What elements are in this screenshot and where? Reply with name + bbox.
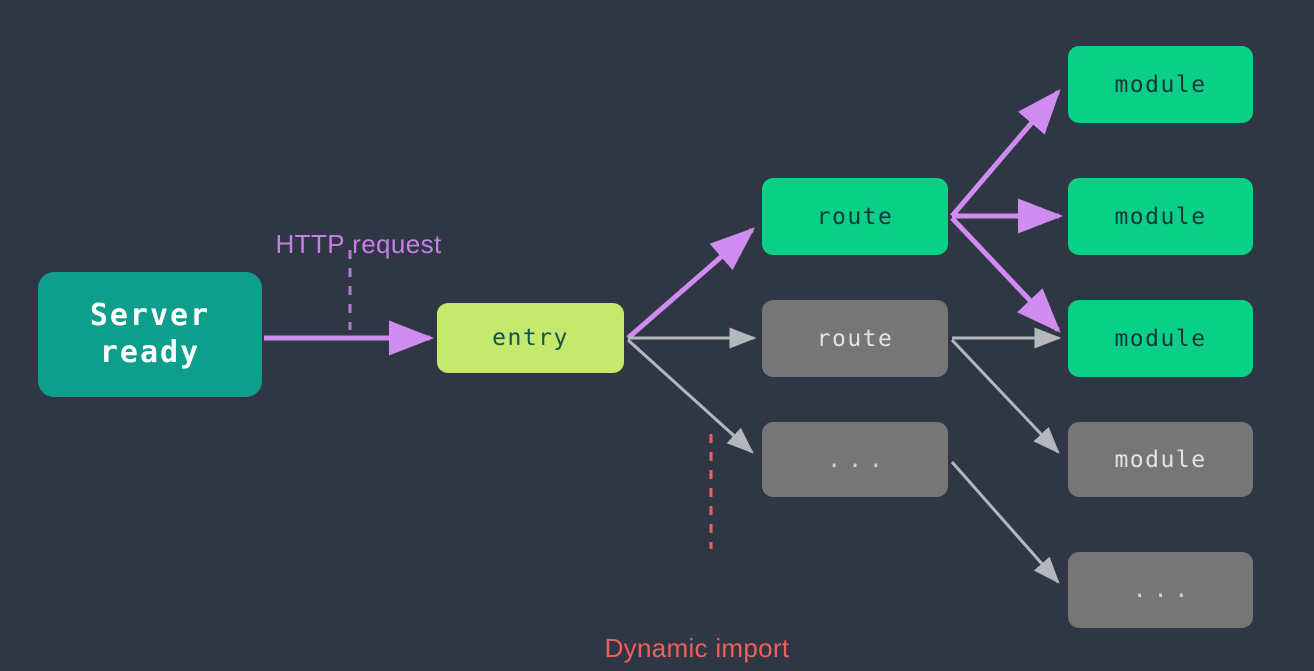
node-route-more-label: ... — [827, 446, 890, 473]
edge-route-to-module-1 — [950, 88, 1061, 218]
node-module-1-label: module — [1114, 71, 1207, 98]
node-route-active-label: route — [816, 203, 894, 230]
node-route-more[interactable]: ... — [762, 422, 948, 497]
node-entry-label: entry — [492, 325, 569, 351]
node-module-3[interactable]: module — [1068, 300, 1253, 377]
node-module-2-label: module — [1114, 203, 1207, 230]
node-entry[interactable]: entry — [437, 303, 624, 373]
annotation-http-request: HTTP request — [245, 198, 442, 291]
node-module-3-label: module — [1114, 325, 1207, 352]
node-module-more-label: ... — [1132, 577, 1196, 603]
annotation-http-request-text: HTTP request — [275, 229, 442, 259]
node-route-active[interactable]: route — [762, 178, 948, 255]
node-route-idle[interactable]: route — [762, 300, 948, 377]
annotation-dynamic-import-line1: Dynamic import — [604, 632, 790, 663]
node-module-2[interactable]: module — [1068, 178, 1253, 255]
node-module-4-label: module — [1114, 446, 1207, 473]
annotation-dynamic-import: Dynamic import (code split point) — [599, 562, 795, 671]
node-route-idle-label: route — [816, 325, 894, 352]
edge-entry-to-route-active — [626, 227, 756, 340]
node-module-1[interactable]: module — [1068, 46, 1253, 123]
edge-route-to-module-3 — [950, 216, 1061, 333]
edge-route-idle-to-module-4 — [950, 338, 1060, 454]
edge-route-more-to-module-more — [950, 461, 1060, 584]
node-module-4[interactable]: module — [1068, 422, 1253, 497]
edge-entry-to-route-more — [626, 338, 754, 454]
node-module-more[interactable]: ... — [1068, 552, 1253, 628]
